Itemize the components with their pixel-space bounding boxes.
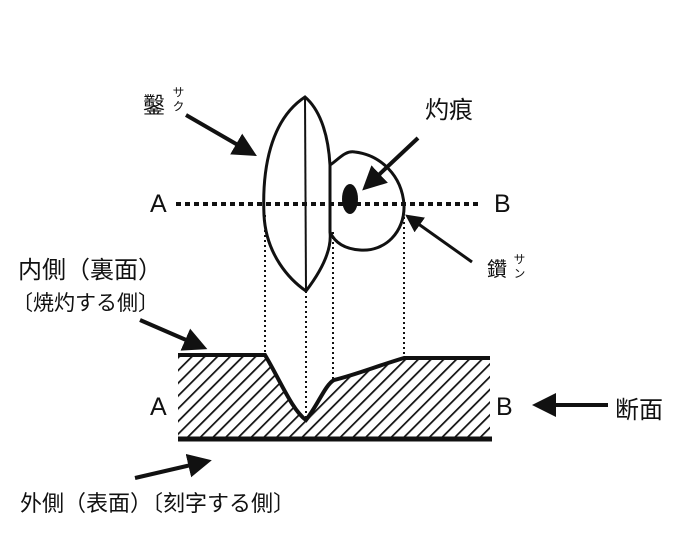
point-a-label: A xyxy=(150,190,167,218)
projection-lines xyxy=(264,212,405,420)
point-b-label: B xyxy=(494,190,511,218)
inner-side-note: 〔焼灼する側〕 xyxy=(12,291,159,315)
saku-ruby: サク xyxy=(171,86,185,114)
arrows xyxy=(134,113,608,480)
section-b-label: B xyxy=(496,393,513,421)
cross-section-label: 断面 xyxy=(615,396,663,424)
san-label: 鑽 xyxy=(487,257,507,281)
cross-section-top xyxy=(178,353,490,423)
arrow-san xyxy=(405,214,473,264)
section-a-label: A xyxy=(150,393,167,421)
outer-side-label: 外側（表面）〔刻字する側〕 xyxy=(20,492,296,517)
arrow-inner xyxy=(139,318,208,351)
arrow-outer xyxy=(134,453,212,480)
saku-label: 鑿 xyxy=(143,94,166,119)
burn-mark xyxy=(342,184,358,214)
arrow-saku xyxy=(184,113,257,157)
burn-mark-label: 灼痕 xyxy=(425,96,473,124)
cross-section-hatch xyxy=(178,355,490,440)
saku-outline xyxy=(262,95,332,294)
arrow-burn xyxy=(362,136,420,191)
inner-side-label: 内側（裏面） xyxy=(18,256,162,284)
san-ruby: サン xyxy=(512,253,526,281)
san-outline xyxy=(328,150,406,252)
saku-center-line xyxy=(304,96,307,292)
